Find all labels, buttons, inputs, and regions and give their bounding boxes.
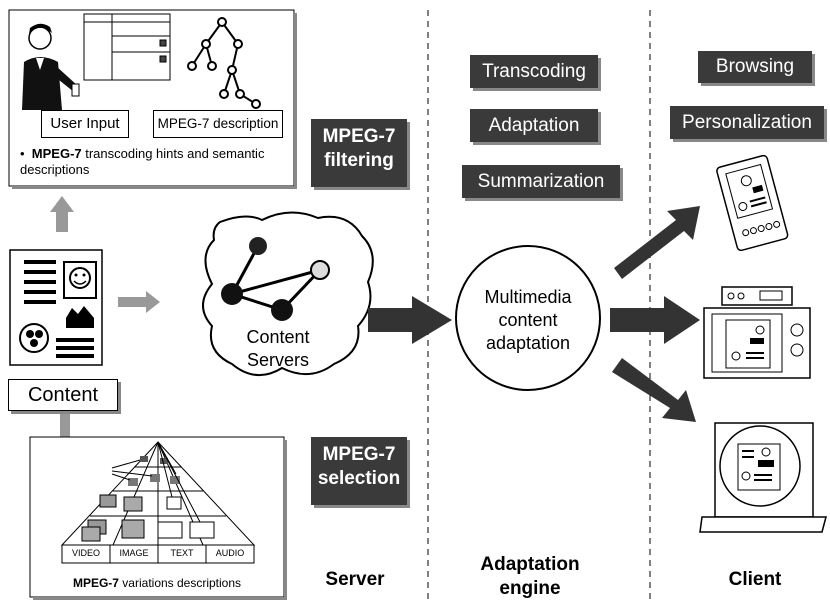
hints-bullet-text: transcoding hints and semantic descripti… <box>20 146 265 177</box>
mpeg7-description-label: MPEG-7 description <box>157 116 279 131</box>
presenter-icon <box>22 23 80 110</box>
engine-section-line2: engine <box>499 578 561 599</box>
server-network-graph <box>221 237 330 321</box>
engine-circle-line1: Multimedia <box>484 287 572 307</box>
arrow-engine-to-tv <box>610 296 700 344</box>
pda-device-icon <box>716 154 789 252</box>
variations-pyramid <box>60 441 256 564</box>
browsing-label: Browsing <box>715 56 795 77</box>
browsing-box: Browsing <box>698 51 812 83</box>
pyramid-thumbnails <box>81 456 215 542</box>
variations-caption-text: variations descriptions <box>118 576 242 590</box>
personalization-box: Personalization <box>670 106 824 139</box>
user-input-box: User Input <box>41 110 129 138</box>
content-servers-line2: Servers <box>246 350 309 370</box>
tree-graph-icon <box>187 17 261 109</box>
summarization-box: Summarization <box>462 165 620 198</box>
summarization-label: Summarization <box>477 171 605 192</box>
arrow-up-to-hints <box>50 196 74 232</box>
hints-bullet-bold: MPEG-7 <box>31 146 82 161</box>
content-servers-line1: Content <box>246 327 310 347</box>
user-input-label: User Input <box>50 115 120 132</box>
content-servers-cloud <box>202 211 374 376</box>
modality-audio: AUDIO <box>215 548 245 558</box>
content-label: Content <box>27 384 99 406</box>
mpeg7-filtering-box: MPEG-7 filtering <box>311 119 407 187</box>
bullet-glyph: • <box>20 146 32 161</box>
mpeg7-selection-line1: MPEG-7 <box>322 444 396 465</box>
adaptation-label: Adaptation <box>488 115 580 136</box>
content-box: Content <box>8 379 118 411</box>
laptop-device-icon <box>699 422 827 533</box>
pyramid-transcoding-arrows <box>111 441 201 523</box>
modality-video: VIDEO <box>71 548 100 558</box>
arrow-servers-to-engine <box>368 296 452 344</box>
content-document-icon <box>9 249 103 366</box>
mpeg7-description-box: MPEG-7 description <box>153 110 283 138</box>
personalization-label: Personalization <box>682 112 812 133</box>
engine-section-line1: Adaptation <box>480 554 580 575</box>
engine-section-label: Adaptation engine <box>460 553 600 601</box>
transcoding-box: Transcoding <box>470 55 598 88</box>
engine-circle-label: Multimedia content adaptation <box>458 286 598 355</box>
arrow-engine-to-pda <box>614 206 700 279</box>
variations-caption-bold: MPEG-7 <box>72 576 119 590</box>
engine-circle-line3: adaptation <box>485 333 571 353</box>
mpeg7-selection-line2: selection <box>317 468 401 489</box>
modality-text: TEXT <box>170 548 194 558</box>
variations-caption: MPEG-7 variations descriptions <box>30 576 284 590</box>
mpeg7-filtering-line2: filtering <box>324 150 394 171</box>
mpeg7-filtering-line1: MPEG-7 <box>322 126 396 147</box>
adaptation-engine-circle <box>455 245 601 391</box>
content-servers-label: Content Servers <box>218 326 338 372</box>
server-section-label: Server <box>325 569 385 590</box>
arrow-engine-to-laptop <box>612 358 696 422</box>
mpeg7-selection-box: MPEG-7 selection <box>311 437 407 505</box>
transcoding-label: Transcoding <box>482 61 586 82</box>
tv-device-icon <box>703 286 811 379</box>
adaptation-box: Adaptation <box>470 109 598 142</box>
arrow-content-to-servers <box>118 291 160 313</box>
engine-circle-line2: content <box>498 310 558 330</box>
client-section-label: Client <box>728 569 782 590</box>
ui-screen-icon <box>83 13 171 81</box>
hints-bullet: • MPEG-7 transcoding hints and semantic … <box>20 146 288 178</box>
modality-image: IMAGE <box>119 548 149 558</box>
